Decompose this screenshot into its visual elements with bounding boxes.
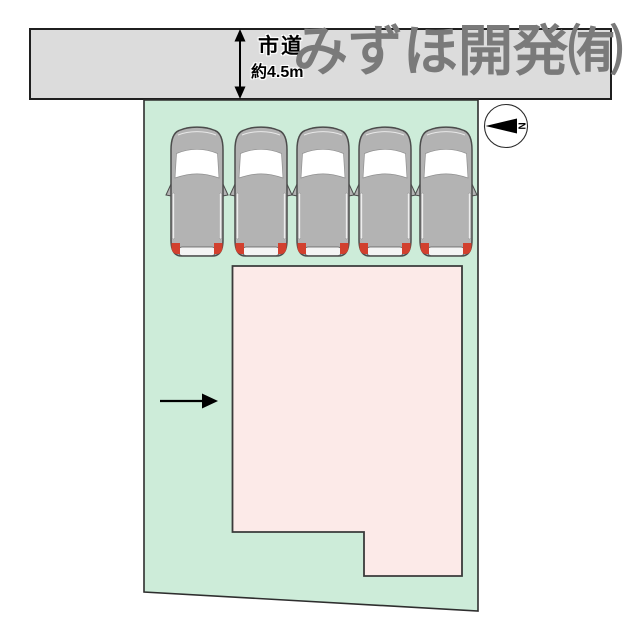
compass: N <box>483 103 529 149</box>
compass-north-label: N <box>516 122 527 129</box>
road-area <box>29 28 612 100</box>
parked-car <box>291 126 355 257</box>
building-footprint <box>231 265 463 577</box>
road-name-label: 市道 <box>258 35 304 58</box>
road-width-label: 約4.5m <box>251 64 304 81</box>
parked-car <box>353 126 417 257</box>
road-width-dimension-arrow <box>234 29 246 99</box>
parking-row <box>165 126 478 257</box>
entrance-arrow-icon <box>160 393 218 409</box>
company-watermark: みずほ開発㈲ <box>293 20 624 82</box>
parked-car <box>414 126 478 257</box>
parked-car <box>229 126 293 257</box>
parked-car <box>165 126 229 257</box>
north-arrow-icon <box>485 118 517 134</box>
